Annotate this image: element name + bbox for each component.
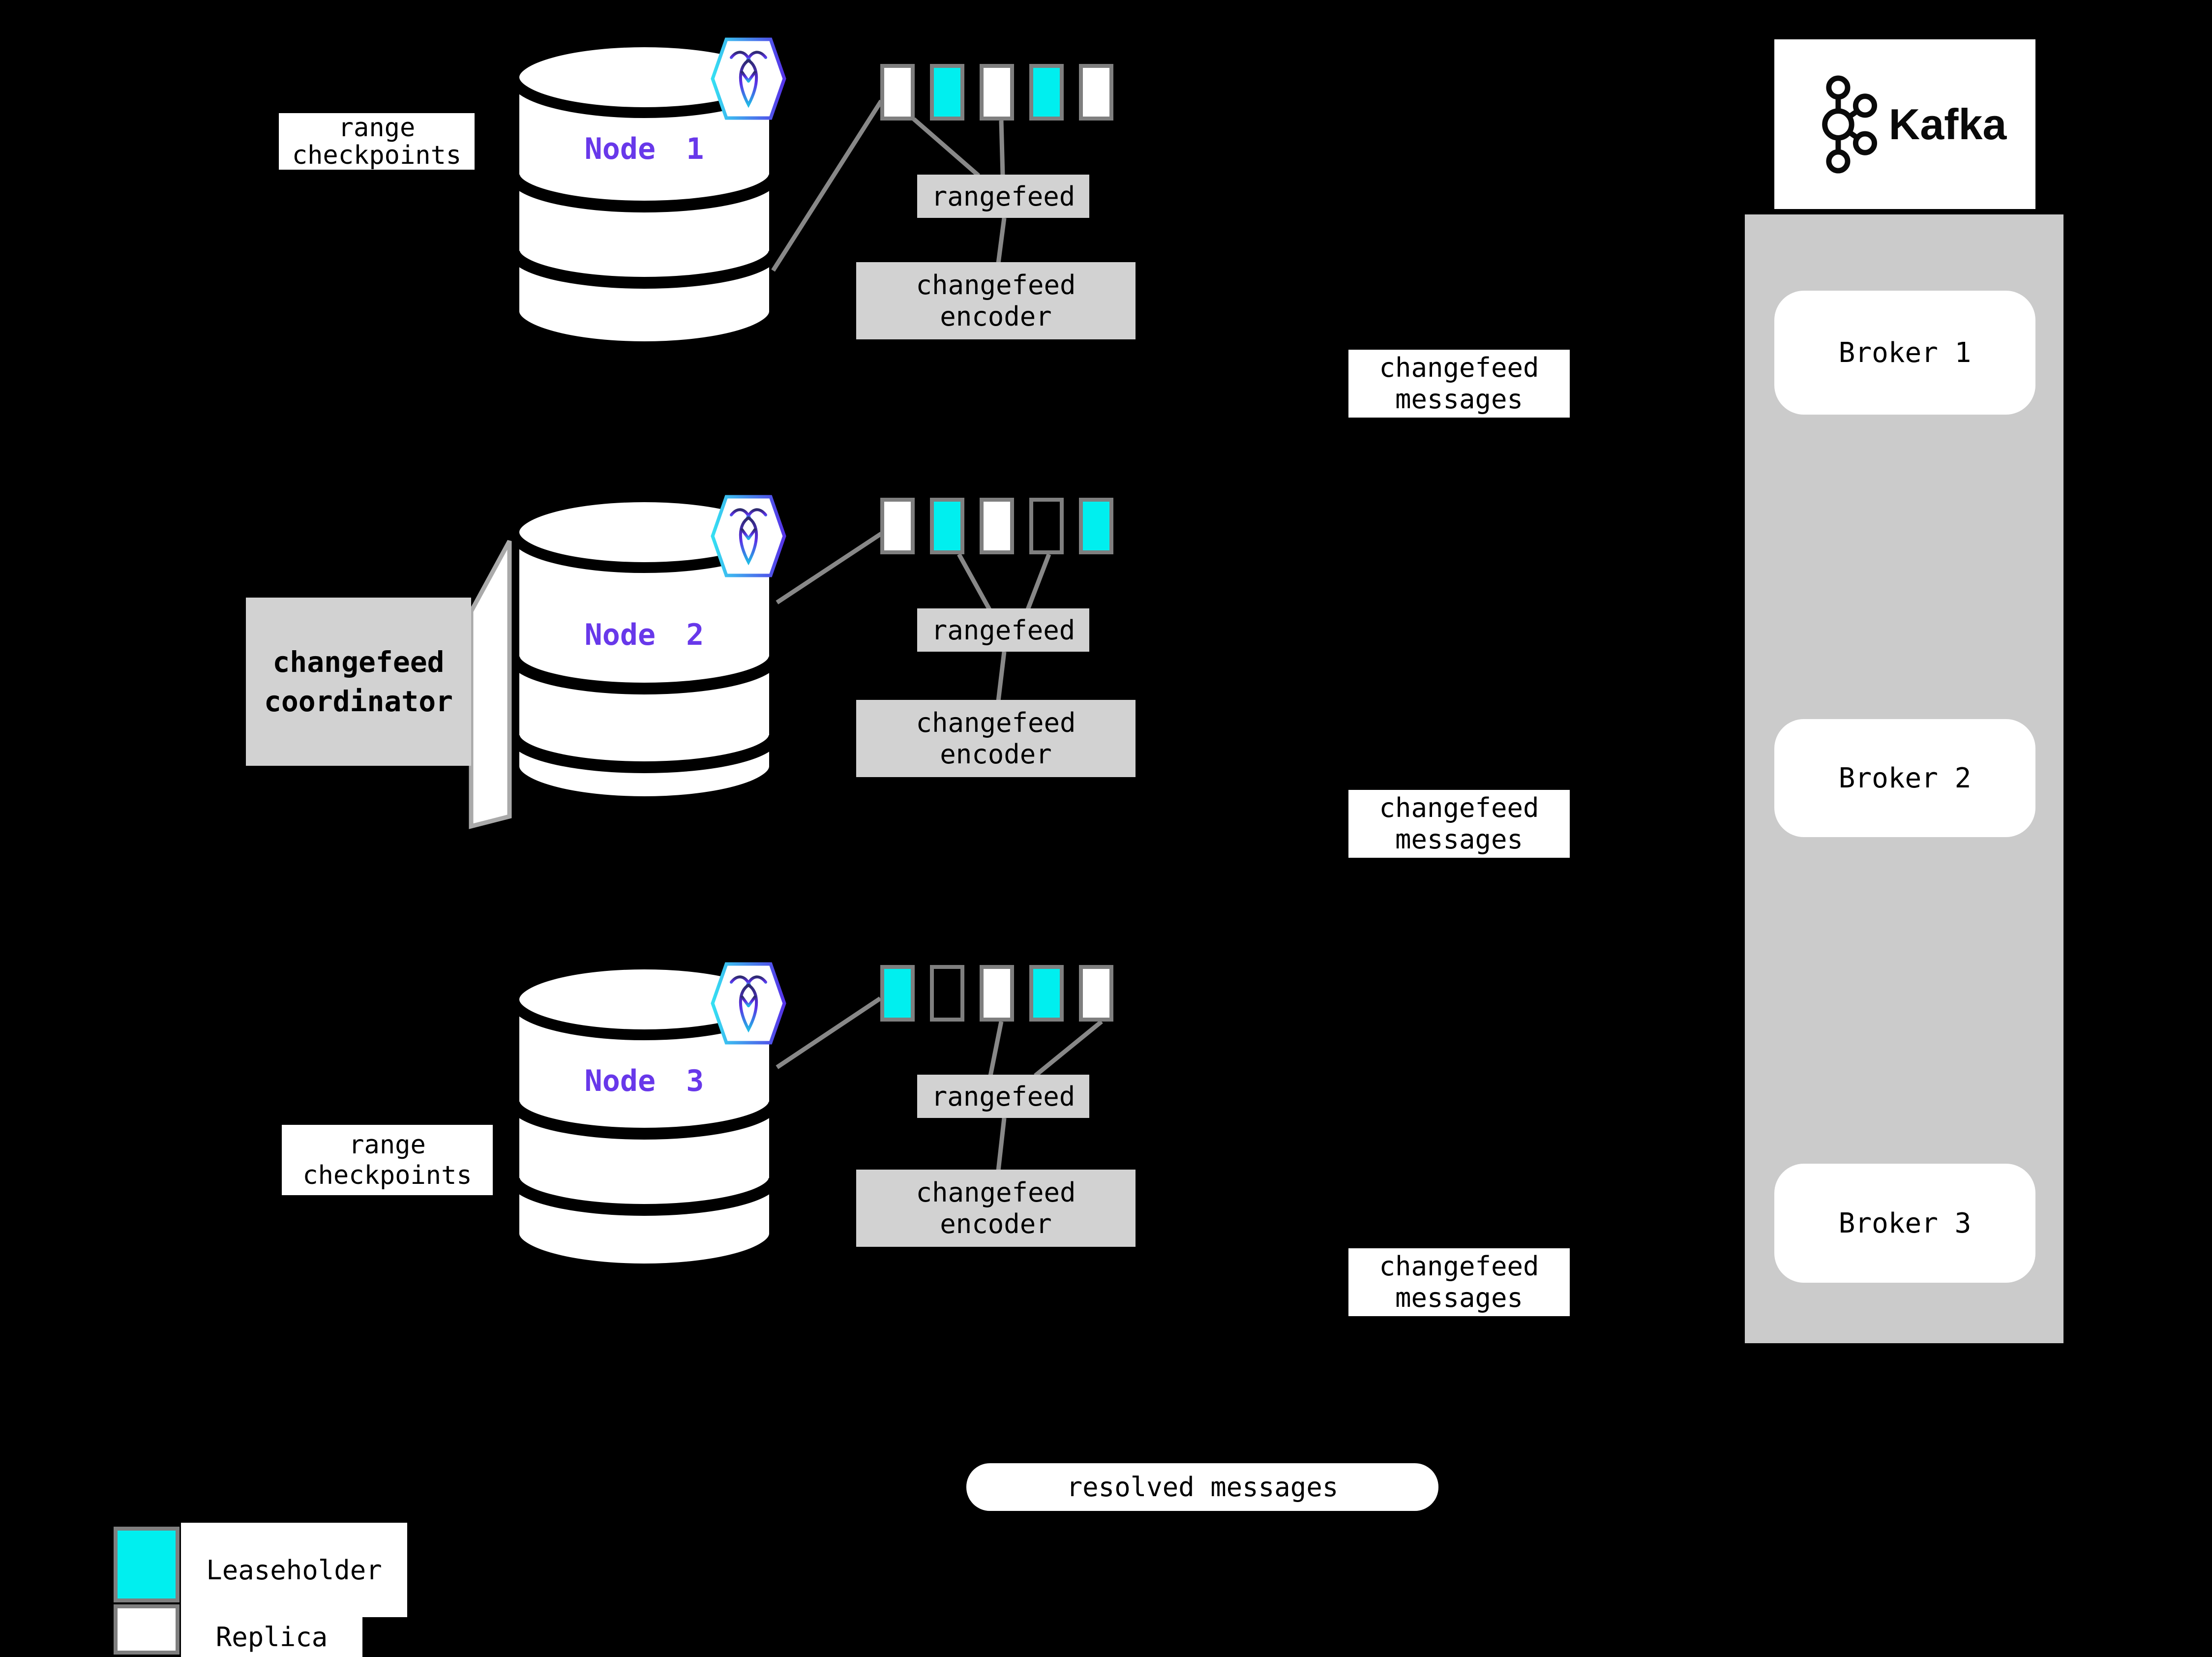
changefeed-coordinator-label: changefeed coordinator (246, 598, 471, 766)
cockroachdb-hexagon-icon (711, 37, 786, 120)
range-box-leaseholder (930, 498, 964, 554)
range-checkpoints-label-bottom: range checkpoints (282, 1125, 493, 1195)
database-cylinder-node2 (508, 491, 780, 807)
range-box-leaseholder (1029, 64, 1064, 121)
legend-label-leaseholder: Leaseholder (181, 1523, 407, 1617)
legend-label-replica: Replica (181, 1617, 362, 1657)
kafka-logo-icon (1822, 75, 1877, 174)
range-box-leaseholder (930, 64, 964, 121)
rangefeed-box-node2: rangefeed (917, 608, 1089, 652)
range-box-replica (980, 498, 1014, 554)
range-box-replica (980, 64, 1014, 121)
node-3-label: Node 3 (584, 1064, 704, 1098)
node-1-label: Node 1 (584, 132, 704, 166)
broker-1-box: Broker 1 (1774, 291, 2035, 415)
node-2-ranges (880, 498, 1113, 554)
changefeed-messages-label-3: changefeed messages (1348, 1248, 1570, 1316)
range-box-replica (1079, 965, 1113, 1022)
range-box-replica (880, 64, 915, 121)
broker-2-box: Broker 2 (1774, 719, 2035, 837)
range-box-outline (1029, 498, 1064, 554)
cockroachdb-hexagon-icon (711, 495, 786, 577)
broker-3-box: Broker 3 (1774, 1164, 2035, 1283)
range-box-replica (980, 965, 1014, 1022)
range-checkpoints-label-top: range checkpoints (279, 113, 475, 170)
rangefeed-box-node1: rangefeed (917, 175, 1089, 218)
node-3-ranges (880, 965, 1113, 1022)
kafka-header: Kafka (1774, 39, 2035, 209)
rangefeed-box-node3: rangefeed (917, 1075, 1089, 1118)
range-box-replica (880, 498, 915, 554)
range-box-leaseholder (880, 965, 915, 1022)
node-2-label: Node 2 (584, 618, 704, 652)
changefeed-encoder-box-node2: changefeed encoder (856, 700, 1136, 777)
range-box-leaseholder (1029, 965, 1064, 1022)
database-cylinder-node1 (508, 36, 780, 352)
resolved-messages-pill: resolved messages (966, 1463, 1438, 1511)
legend-swatch-leaseholder (114, 1527, 179, 1602)
cockroachdb-hexagon-icon (711, 962, 786, 1045)
changefeed-messages-label-2: changefeed messages (1348, 790, 1570, 858)
changefeed-messages-label-1: changefeed messages (1348, 350, 1570, 418)
database-cylinder-node3 (508, 959, 780, 1274)
arrowhead-icon (2058, 331, 2088, 350)
range-box-leaseholder (1079, 498, 1113, 554)
coordinator-flag (469, 540, 512, 829)
arrowhead-icon (2063, 1216, 2082, 1227)
range-box-outline (930, 965, 964, 1022)
legend-swatch-replica (114, 1604, 179, 1655)
range-box-replica (1079, 64, 1113, 121)
kafka-title: Kafka (1888, 99, 2007, 149)
changefeed-encoder-box-node1: changefeed encoder (856, 262, 1136, 339)
connector-lines (771, 99, 1103, 1171)
changefeed-encoder-box-node3: changefeed encoder (856, 1170, 1136, 1247)
node-1-ranges (880, 64, 1113, 121)
